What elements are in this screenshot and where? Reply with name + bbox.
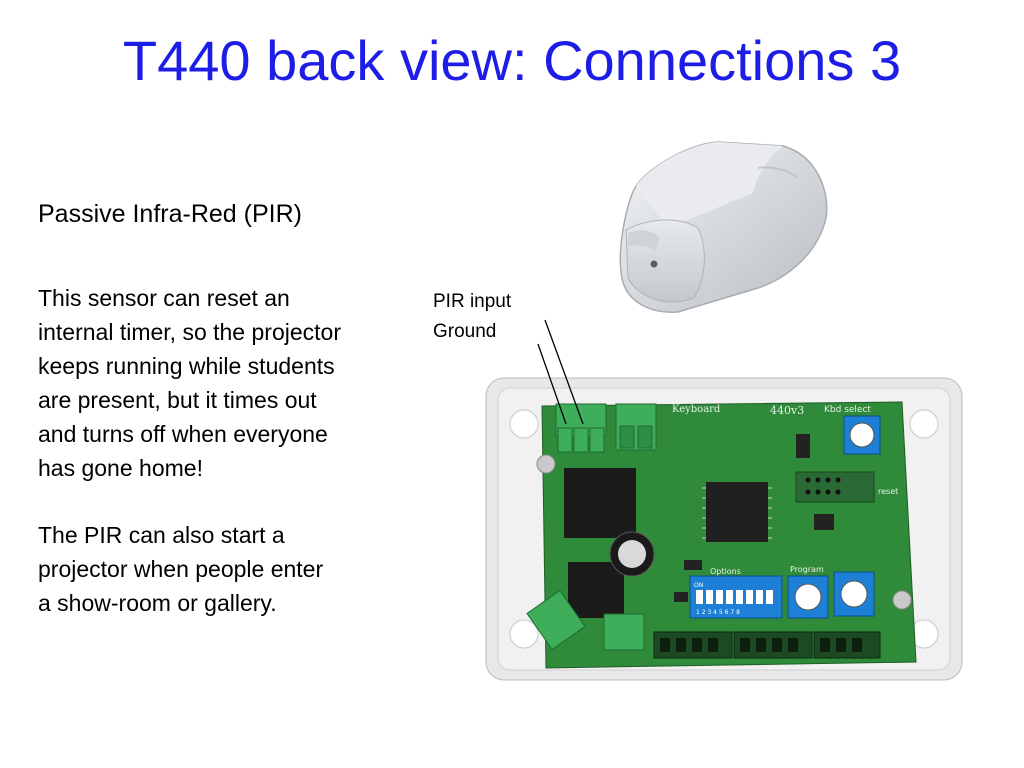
model-silkscreen: 440v3: [770, 404, 804, 417]
reset-silkscreen: reset: [878, 487, 898, 496]
pir-sensor-icon: [619, 141, 828, 313]
ground-label: Ground: [433, 321, 497, 342]
section-heading: Passive Infra-Red (PIR): [38, 200, 302, 228]
connection-callout: PIR input Ground: [433, 287, 511, 347]
description-paragraph-1: This sensor can reset an internal timer,…: [38, 281, 438, 485]
text-line: The PIR can also start a: [38, 522, 285, 548]
text-line: projector when people enter: [38, 556, 324, 582]
program-silkscreen: Program: [790, 565, 824, 574]
slide-title: T440 back view: Connections 3: [122, 29, 902, 92]
dip-numbers-silkscreen: 1 2 3 4 5 6 7 8: [696, 609, 740, 616]
text-line: internal timer, so the projector: [38, 319, 341, 345]
options-silkscreen: Options: [710, 567, 741, 576]
keyboard-silkscreen: Keyboard: [672, 404, 721, 415]
text-line: and turns off when everyone: [38, 421, 328, 447]
kbd-select-silkscreen: Kbd select: [824, 405, 871, 415]
text-line: has gone home!: [38, 455, 203, 481]
text-line: keeps running while students: [38, 353, 335, 379]
description-paragraph-2: The PIR can also start a projector when …: [38, 518, 438, 620]
dip-on-silkscreen: ON: [694, 582, 703, 589]
pir-input-label: PIR input: [433, 291, 512, 312]
text-line: a show-room or gallery.: [38, 590, 277, 616]
text-line: are present, but it times out: [38, 387, 317, 413]
text-line: This sensor can reset an: [38, 285, 290, 311]
circuit-board-icon: Keyboard 440v3 Kbd select reset Options …: [485, 377, 963, 681]
